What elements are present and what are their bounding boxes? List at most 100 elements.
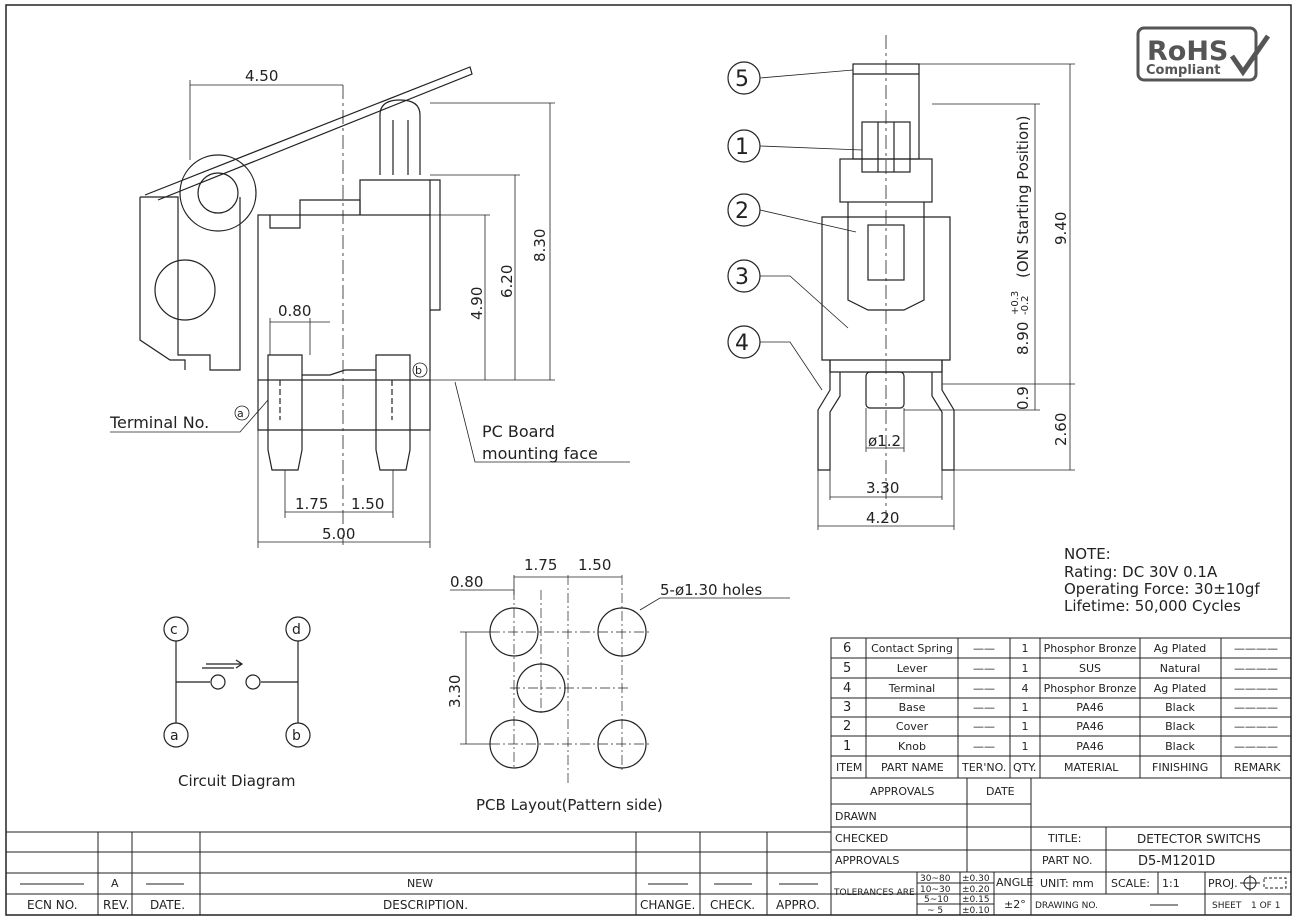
side-view-labels: 4.50 8.30 6.20 4.90 0.80 1.75 1.50 5.00 … — [109, 67, 598, 543]
tb-angle: ANGLE — [996, 876, 1033, 889]
bom-cell-remark: ———— — [1234, 642, 1278, 655]
dim-8-90-tol-dn: -0.2 — [1020, 295, 1031, 315]
dim-4-90: 4.90 — [468, 287, 486, 320]
bom-cell-material: Phosphor Bronze — [1044, 682, 1137, 695]
bom-cell-item: 5 — [843, 661, 851, 676]
tb-tol-val-2: ±0.20 — [962, 885, 990, 895]
dim-8-90: 8.90 — [1014, 322, 1032, 355]
bom-header-remark: REMARK — [1234, 761, 1281, 774]
pcb-holes-label: 5-ø1.30 holes — [660, 581, 762, 599]
rev-rev-header: REV. — [103, 898, 129, 912]
tb-proj: PROJ. — [1208, 877, 1238, 890]
tb-tol-val-3: ±0.15 — [962, 895, 990, 905]
dim-9-40: 9.40 — [1052, 212, 1070, 245]
dim-8-90-note: (ON Starting Position) — [1014, 115, 1032, 278]
tb-tol-val-1: ±0.30 — [962, 874, 990, 884]
rev-row-rev: A — [111, 877, 119, 890]
title-block — [830, 778, 1291, 915]
bom-cell-item: 4 — [843, 681, 851, 696]
circuit-term-d: d — [292, 622, 301, 638]
dim-0-80: 0.80 — [278, 302, 311, 320]
rev-desc-header: DESCRIPTION. — [383, 898, 468, 912]
bom-cell-ter: —— — [973, 701, 995, 714]
bom-cell-part: Knob — [898, 740, 926, 753]
dim-0-9: 0.9 — [1014, 386, 1032, 410]
note-line-1: Rating: DC 30V 0.1A — [1064, 563, 1218, 581]
note-line-2: Operating Force: 30±10gf — [1064, 580, 1260, 598]
tb-checked: CHECKED — [835, 832, 888, 845]
pcb-layout-caption: PCB Layout(Pattern side) — [476, 796, 663, 814]
pcb-dim-1-50: 1.50 — [578, 556, 611, 574]
balloon-2: 2 — [735, 199, 749, 224]
bom-cell-material: PA46 — [1076, 720, 1103, 733]
dim-dia-1-2: ø1.2 — [868, 432, 901, 450]
bom-cell-remark: ———— — [1234, 740, 1278, 753]
bom-cell-qty: 1 — [1022, 662, 1029, 675]
bom-cell-part: Lever — [897, 662, 928, 675]
tb-tol-range-2: 10~30 — [920, 885, 951, 895]
pcb-dim-3-30: 3.30 — [446, 675, 464, 708]
bom-cell-remark: ———— — [1234, 682, 1278, 695]
tb-title-value: DETECTOR SWITCHS — [1137, 832, 1261, 846]
tb-sheet: SHEET — [1212, 901, 1242, 911]
bom-cell-ter: —— — [973, 682, 995, 695]
bom-cell-qty: 1 — [1022, 642, 1029, 655]
balloon-1: 1 — [735, 135, 749, 160]
terminal-no-label: Terminal No. — [109, 413, 209, 432]
bom-cell-material: Phosphor Bronze — [1044, 642, 1137, 655]
tb-tol-range-3: 5~10 — [924, 895, 949, 905]
note-block: NOTE: Rating: DC 30V 0.1A Operating Forc… — [1064, 545, 1260, 615]
pcb-mount-line1: PC Board — [482, 422, 555, 441]
bom-header-qty: QTY. — [1013, 761, 1036, 774]
bom-cell-finish: Ag Plated — [1154, 682, 1207, 695]
bom-cell-ter: —— — [973, 720, 995, 733]
terminal-a-mark: a — [237, 407, 244, 420]
tb-scale-value: 1:1 — [1162, 877, 1180, 890]
circuit-term-b: b — [292, 728, 301, 744]
circuit-term-c: c — [170, 622, 178, 638]
bom-cell-qty: 1 — [1022, 701, 1029, 714]
tb-unit: UNIT: mm — [1040, 877, 1094, 890]
bom-cell-item: 6 — [843, 641, 851, 656]
bom-header-finishing: FINISHING — [1152, 761, 1208, 774]
revision-block — [6, 831, 831, 915]
side-view — [110, 66, 630, 548]
rev-date-header: DATE. — [150, 898, 185, 912]
pcb-mount-line2: mounting face — [482, 444, 598, 463]
balloon-3: 3 — [735, 265, 749, 290]
tb-scale-label: SCALE: — [1111, 877, 1150, 890]
tb-date: DATE — [986, 785, 1015, 798]
bom-cell-finish: Black — [1165, 740, 1195, 753]
bom-cell-finish: Black — [1165, 720, 1195, 733]
front-view — [727, 35, 1075, 530]
bom-cell-finish: Ag Plated — [1154, 642, 1207, 655]
rev-change-header: CHANGE. — [640, 898, 695, 912]
circuit-diagram — [163, 616, 311, 748]
bom-cell-part: Base — [899, 701, 926, 714]
pcb-layout — [450, 575, 790, 785]
bom-cell-remark: ———— — [1234, 662, 1278, 675]
bom-cell-item: 2 — [843, 719, 851, 734]
bom-headers: ITEM PART NAME TER'NO. QTY. MATERIAL FIN… — [836, 761, 1281, 774]
bom-cell-item: 1 — [843, 739, 851, 754]
bom-header-item: ITEM — [836, 761, 862, 774]
bom-cell-finish: Natural — [1160, 662, 1201, 675]
circuit-caption: Circuit Diagram — [178, 772, 295, 790]
terminal-b-mark: b — [415, 364, 422, 377]
bom-cell-remark: ———— — [1234, 701, 1278, 714]
bom-cell-qty: 1 — [1022, 740, 1029, 753]
bom-cell-material: PA46 — [1076, 701, 1103, 714]
dim-8-90-tol-up: +0.3 — [1010, 291, 1021, 315]
rev-ecn-header: ECN NO. — [27, 898, 78, 912]
dim-1-50: 1.50 — [351, 495, 384, 513]
tb-title-label: TITLE: — [1047, 832, 1081, 845]
circuit-labels: c d a b Circuit Diagram — [170, 622, 301, 790]
sheet-border — [5, 4, 1292, 916]
title-block-text: APPROVALS DATE DRAWN CHECKED APPROVALS T… — [833, 785, 1280, 916]
tb-tol-range-4: ~ 5 — [927, 906, 943, 916]
dim-1-75: 1.75 — [295, 495, 328, 513]
bom-header-part: PART NAME — [881, 761, 944, 774]
pcb-dim-1-75: 1.75 — [524, 556, 557, 574]
front-view-labels: 5 1 2 3 4 9.40 8.90 +0.3 -0.2 (ON Starti… — [735, 67, 1070, 527]
